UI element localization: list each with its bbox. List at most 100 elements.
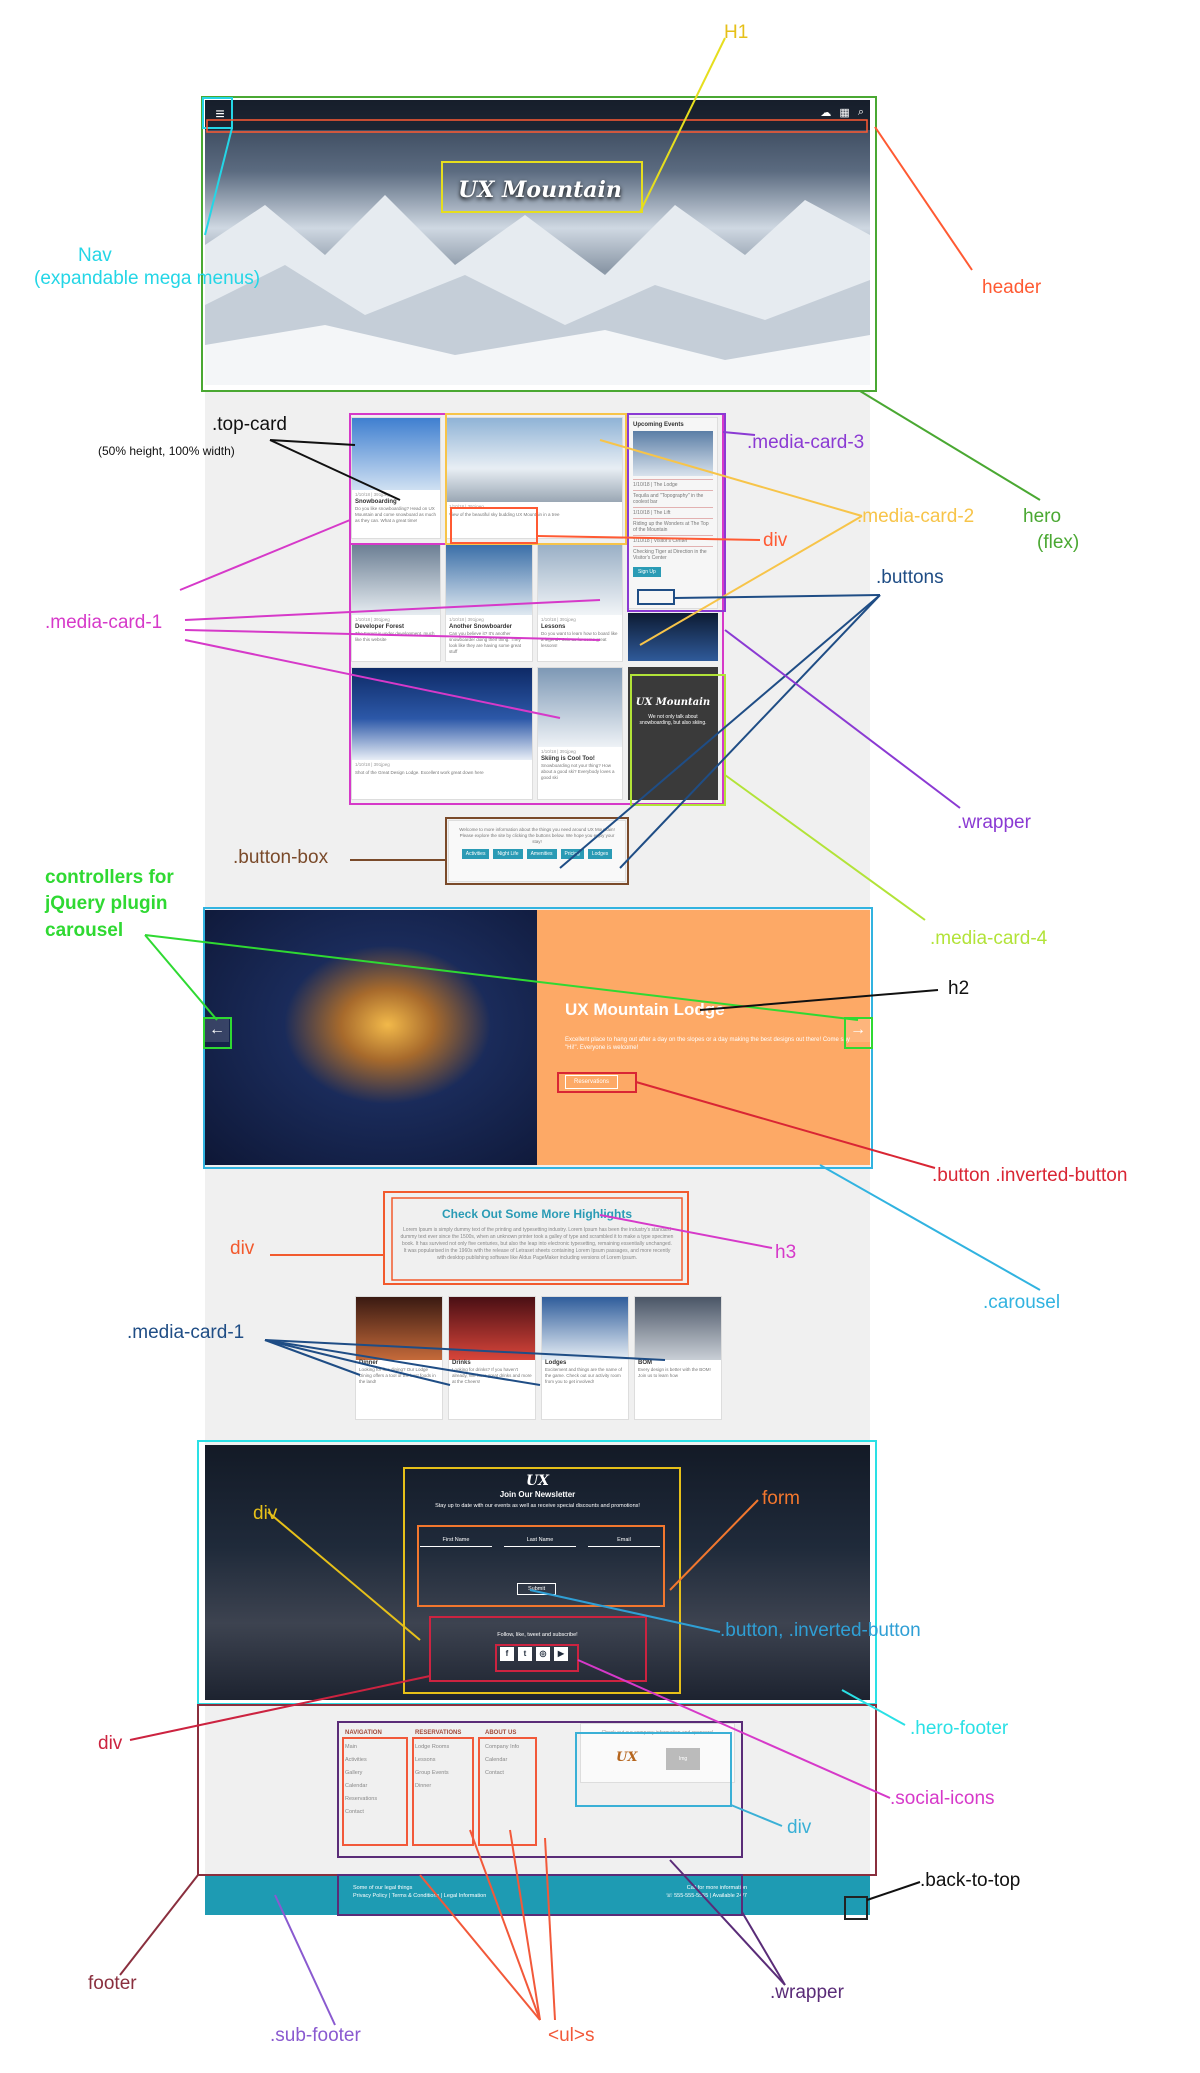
ux-logo[interactable]: UX <box>616 1750 638 1765</box>
media-card-1[interactable]: 1/10/18 | 391jpeg Another Snowboarder Ca… <box>445 544 533 662</box>
back-to-top-button[interactable] <box>845 1898 865 1918</box>
footer-link[interactable]: Gallery <box>345 1770 363 1776</box>
footer-link[interactable]: Group Events <box>415 1770 449 1776</box>
media-card-1[interactable]: Drinks Looking for drinks? If you haven'… <box>448 1296 536 1420</box>
card-text: Can you believe it? It's another snowboa… <box>449 630 522 654</box>
next-arrow-icon[interactable]: → <box>846 1018 870 1042</box>
event-text: Tequila and "Topography" in the coolest … <box>633 490 713 507</box>
sign-up-button[interactable]: Sign Up <box>633 567 661 577</box>
footer-link[interactable]: Contact <box>485 1770 504 1776</box>
card-text: Excitement and things are the name of th… <box>545 1367 623 1385</box>
media-card-2[interactable]: 1/10/18 | 391jpeg View of the beautiful … <box>445 417 623 539</box>
contact-info: Call for more information ☏ 555-555-5555… <box>652 1884 747 1900</box>
media-card-1[interactable]: Lodges Excitement and things are the nam… <box>541 1296 629 1420</box>
annotation-div-red: div <box>98 1733 123 1754</box>
footer-link[interactable]: Dinner <box>415 1783 432 1789</box>
event-date: 1/10/18 | The Lift <box>633 507 713 518</box>
header-icons: ☁ ▦ ⌕ <box>820 106 864 119</box>
last-name-field[interactable]: Last Name <box>504 1537 576 1547</box>
first-name-field[interactable]: First Name <box>420 1537 492 1547</box>
annotation-nav-sub: (expandable mega menus) <box>34 268 261 289</box>
footer-link[interactable]: Activities <box>345 1757 367 1763</box>
annotation-sub-footer: .sub-footer <box>270 2025 361 2046</box>
prev-arrow-icon[interactable]: ← <box>205 1018 229 1042</box>
footer-link[interactable]: Main <box>345 1744 357 1750</box>
annotation-footer: footer <box>88 1973 137 1994</box>
hero: ≡ ☁ ▦ ⌕ UX Mountain <box>205 100 870 385</box>
annotation-h3: h3 <box>775 1242 797 1263</box>
annotation-form: form <box>762 1488 800 1509</box>
carousel-title: UX Mountain Lodge <box>565 1000 725 1019</box>
forest-image <box>352 545 440 615</box>
sponsor-placeholder: Img <box>666 1748 700 1770</box>
footer-heading: NAVIGATION <box>345 1730 382 1736</box>
annotation-inverted-button: .button .inverted-button <box>932 1165 1128 1186</box>
media-card-4: UX Mountain We not only talk about snowb… <box>628 667 718 800</box>
annotation-div: div <box>763 530 788 551</box>
footer-link[interactable]: Calendar <box>485 1757 508 1763</box>
footer-reservations-list: RESERVATIONS Lodge Rooms Lessons Group E… <box>415 1730 473 1796</box>
annotation-wrapper-2: .wrapper <box>770 1982 844 2003</box>
site-header: ≡ ☁ ▦ ⌕ <box>205 100 870 130</box>
highlights-box: Check Out Some More Highlights Lorem Ips… <box>388 1197 686 1279</box>
sponsors-text: Check out our company information and sp… <box>601 1730 714 1736</box>
media-card-1[interactable]: BOM Every design is better with the BOM!… <box>634 1296 722 1420</box>
media-card-1[interactable]: 1/10/18 | 391jpeg Skiing is Cool Too! Sn… <box>537 667 623 800</box>
dark-card-text: We not only talk about snowboarding, but… <box>639 714 707 726</box>
ux-logo: UX Mountain <box>635 697 711 708</box>
mountain-ridge <box>205 195 870 385</box>
night-life-button[interactable]: Night Life <box>493 849 523 859</box>
footer-link[interactable]: Reservations <box>345 1796 378 1802</box>
annotation-button-box: .button-box <box>233 847 329 868</box>
hamburger-menu-icon[interactable]: ≡ <box>215 106 225 123</box>
lodges-image <box>542 1297 628 1361</box>
lodge-night-image <box>352 668 532 760</box>
cloud-icon[interactable]: ☁ <box>820 107 832 119</box>
email-field[interactable]: Email <box>588 1537 660 1547</box>
amenities-button[interactable]: Amenities <box>526 849 557 859</box>
card-text: Shot of the Great Design Lodge. Excellen… <box>355 769 484 775</box>
footer-nav-list: NAVIGATION Main Activities Gallery Calen… <box>345 1730 403 1822</box>
legal-links-text[interactable]: Privacy Policy | Terms & Conditions | Le… <box>353 1893 487 1899</box>
hero-title: UX Mountain <box>458 177 622 203</box>
instagram-icon[interactable]: ◎ <box>536 1647 550 1661</box>
annotation-hero-sub: (flex) <box>1037 532 1080 553</box>
annotation-wrapper: .wrapper <box>957 812 1031 833</box>
media-card-1[interactable]: 1/10/18 | 391jpeg Developer Forest The F… <box>351 544 441 662</box>
media-card-1[interactable]: 1/10/18 | 391jpeg Lessons Do you want to… <box>537 544 623 662</box>
annotation-media-card-4: .media-card-4 <box>930 928 1048 949</box>
events-title: Upcoming Events <box>633 422 684 428</box>
ux-logo: UX <box>525 1473 550 1489</box>
dinner-image <box>356 1297 442 1361</box>
card-meta: 1/10/18 | 391jpeg <box>355 492 390 497</box>
search-icon[interactable]: ⌕ <box>857 106 864 118</box>
card-title: BOM <box>638 1360 652 1367</box>
youtube-icon[interactable]: ▶ <box>554 1647 568 1661</box>
reservations-button[interactable]: Reservations <box>565 1075 619 1089</box>
annotation-uls: <ul>s <box>548 2025 595 2046</box>
activities-button[interactable]: Activities <box>461 849 490 859</box>
newsletter-form: First Name Last Name Email <box>420 1537 660 1547</box>
calendar-icon[interactable]: ▦ <box>839 107 850 119</box>
footer-link[interactable]: Lessons <box>415 1757 436 1763</box>
annotation-top-card: .top-card <box>212 414 287 435</box>
mountain-image <box>446 418 622 502</box>
media-card-1[interactable]: Dinner Looking for fine dining? Our Lodg… <box>355 1296 443 1420</box>
footer-link[interactable]: Calendar <box>345 1783 368 1789</box>
pricing-button[interactable]: Pricing <box>560 849 584 859</box>
twitter-icon[interactable]: t <box>518 1647 532 1661</box>
submit-button[interactable]: Submit <box>517 1583 557 1595</box>
top-card[interactable]: 1/10/18 | 391jpeg Snowboarding Do you li… <box>351 417 441 539</box>
annotation-hero-footer: .hero-footer <box>910 1718 1009 1739</box>
facebook-icon[interactable]: f <box>500 1647 514 1661</box>
phone-number[interactable]: ☏ 555-555-5555 | Available 24/7 <box>665 1893 747 1899</box>
annotation-div-2: div <box>230 1238 255 1259</box>
media-card-3: Upcoming Events 1/10/18 | The Lodge Tequ… <box>628 417 718 609</box>
footer-link[interactable]: Contact <box>345 1809 364 1815</box>
footer-link[interactable]: Lodge Rooms <box>415 1744 450 1750</box>
annotation-div-3: div <box>253 1503 278 1524</box>
media-card-1[interactable]: 1/10/18 | 391jpeg Shot of the Great Desi… <box>351 667 533 800</box>
footer-link[interactable]: Company Info <box>485 1744 520 1750</box>
lodges-button[interactable]: Lodges <box>587 849 613 859</box>
drinks-image <box>449 1297 535 1361</box>
